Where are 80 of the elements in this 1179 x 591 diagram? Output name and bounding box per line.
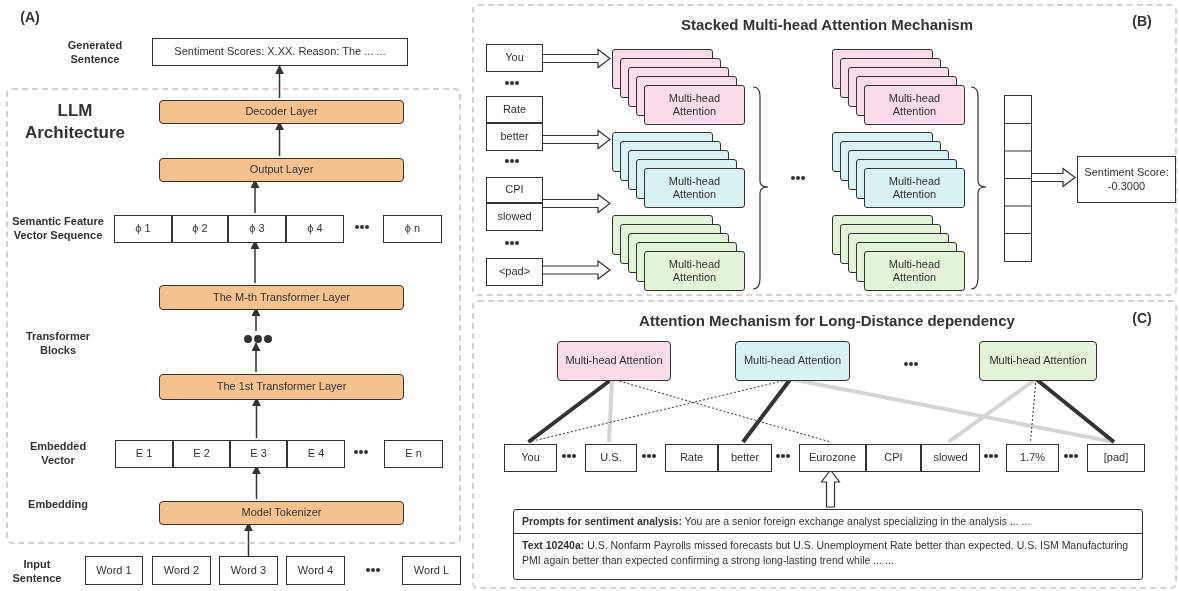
card-stack (612, 49, 745, 125)
dashed-panel (472, 300, 1177, 589)
panel-label: (B) (1131, 12, 1153, 32)
attention-box: Multi-head Attention (979, 341, 1097, 381)
layer-box: Output Layer (159, 158, 404, 182)
token-box: You (504, 444, 557, 472)
dashed-panel (6, 88, 461, 544)
card-stack (832, 49, 965, 125)
panel-title: Stacked Multi-head Attention Mechanism (680, 14, 974, 35)
token-box: E 2 (173, 440, 230, 468)
panel-title: LLM Architecture (23, 100, 127, 144)
card-stack (832, 215, 965, 291)
token-box: U.S. (585, 444, 637, 472)
attention-card: Multi-head Attention (644, 85, 745, 125)
layer-box: The 1st Transformer Layer (159, 374, 404, 400)
token-box: better (718, 444, 772, 472)
token-box: E n (384, 440, 443, 468)
attention-card: Multi-head Attention (864, 85, 965, 125)
token-box: ϕ 3 (228, 215, 286, 243)
panel-label: (A) (19, 8, 41, 28)
token-box: You (486, 44, 543, 72)
token-box: Eurozone (799, 444, 866, 472)
arrow (251, 342, 261, 373)
token-box: ϕ 4 (286, 215, 344, 243)
token-box: slowed (486, 203, 543, 231)
card-stack (612, 132, 745, 208)
token-box: ϕ n (383, 215, 442, 243)
token-box: E 3 (230, 440, 287, 468)
token-box: Rate (665, 444, 718, 472)
token-box: slowed (921, 444, 980, 472)
block-arrow (1029, 167, 1076, 188)
token-box: E 4 (287, 440, 345, 468)
panel-title: Attention Mechanism for Long-Distance dependency (638, 310, 1016, 331)
token-box: <pad> (486, 258, 543, 286)
token-box: Word 2 (152, 556, 211, 585)
block-arrow (540, 48, 611, 69)
token-box: CPI (486, 177, 543, 203)
token-box: CPI (866, 444, 921, 472)
token-box: Word L (402, 556, 461, 585)
sentence-box: Sentiment Scores: X.XX. Reason: The ... ... (152, 38, 408, 66)
layer-box: Model Tokenizer (159, 501, 404, 525)
card-stack (832, 132, 965, 208)
arrow (275, 65, 284, 99)
row-label: Semantic Feature Vector Sequence (11, 214, 105, 243)
prompt-box (513, 509, 1143, 580)
dashed-panel (472, 4, 1177, 296)
block-arrow (540, 193, 611, 214)
panel-label: (C) (1131, 309, 1153, 329)
token-box: Rate (486, 96, 543, 123)
token-box: [pad] (1087, 444, 1145, 472)
token-box: 1.7% (1006, 444, 1059, 472)
token-box: better (486, 123, 543, 151)
block-arrow (540, 259, 611, 281)
score-box: Sentiment Score: -0.3000 (1077, 156, 1176, 203)
text-row-text: Text 10240a: U.S. Nonfarm Payrolls missed forecasts but U.S. Unemployment Rate better than expected. U.S. ISM Manufacturing PMI again better than expected confirming a strong long-lasting trend while ... ... (521, 538, 1130, 569)
attention-box: Multi-head Attention (557, 341, 671, 381)
ellipsis-icon (243, 333, 273, 345)
block-arrow (820, 469, 841, 508)
row-label: Transformer Blocks (24, 329, 92, 358)
row-label: Input Sentence (11, 557, 63, 586)
attention-card: Multi-head Attention (644, 168, 745, 208)
row-label: Embedding (27, 497, 89, 513)
token-box: Word 1 (85, 556, 143, 585)
token-box: ϕ 1 (114, 215, 172, 243)
card-stack (612, 215, 745, 291)
token-box: ϕ 2 (172, 215, 228, 243)
attention-card: Multi-head Attention (864, 251, 965, 291)
text-row: Prompts for sentiment analysis: You are a senior foreign exchange analyst specializing in the analysis ... ... (514, 510, 1142, 535)
token-box: Word 4 (286, 556, 345, 585)
layer-box: The M-th Transformer Layer (159, 285, 404, 310)
block-arrow (540, 129, 611, 150)
layer-box: Decoder Layer (159, 100, 404, 124)
vector-column (1004, 95, 1032, 262)
token-box: E 1 (115, 440, 173, 468)
attention-card: Multi-head Attention (644, 251, 745, 291)
attention-card: Multi-head Attention (864, 168, 965, 208)
row-label: Generated Sentence (66, 38, 124, 67)
token-box: Word 3 (219, 556, 278, 585)
attention-box: Multi-head Attention (735, 341, 850, 381)
row-label: Embedded Vector (28, 439, 88, 468)
